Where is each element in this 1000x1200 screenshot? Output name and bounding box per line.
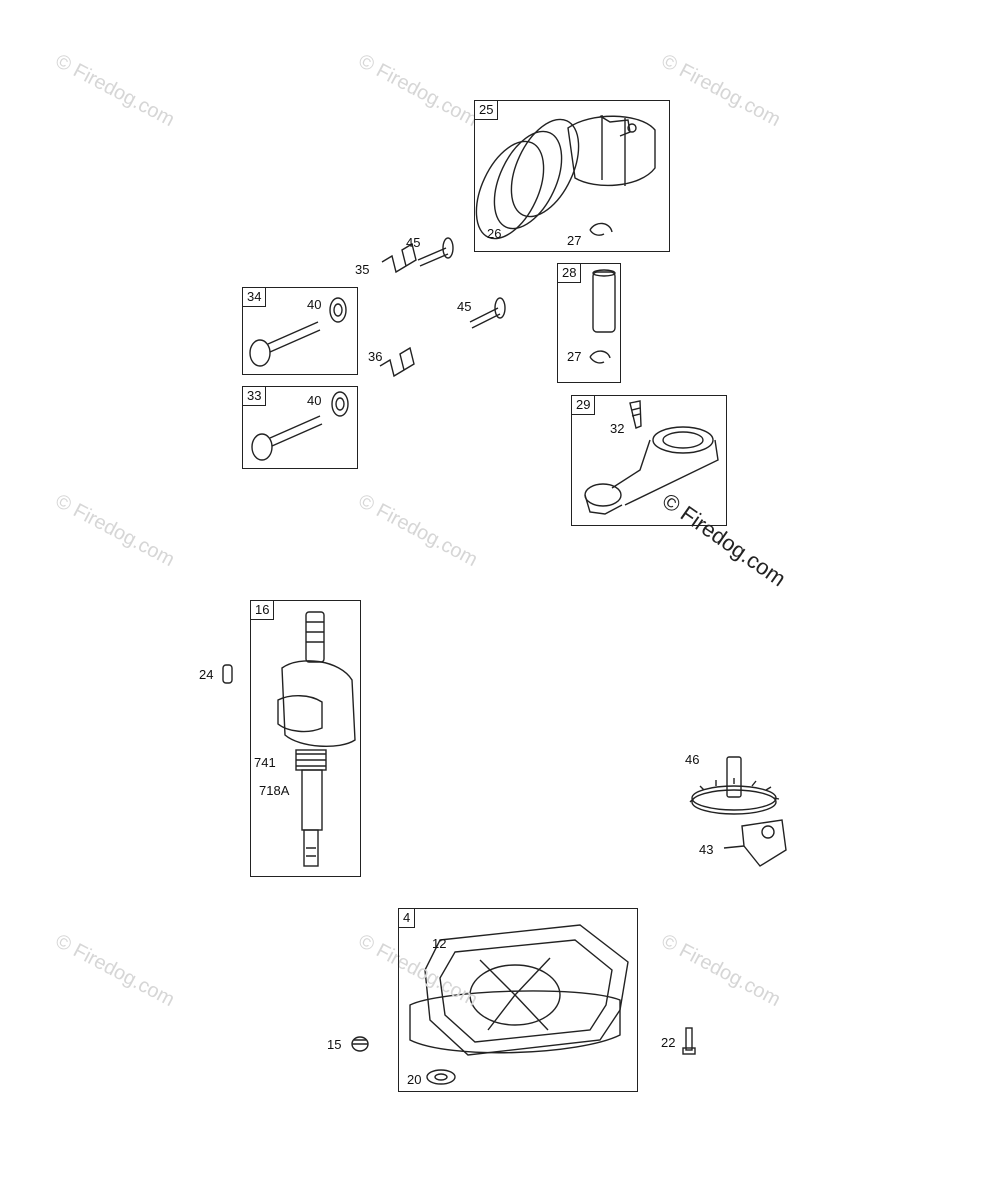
valve-parts-drawing — [249, 237, 506, 461]
label-retainer: 40 — [307, 297, 322, 312]
label-key: 24 — [199, 667, 214, 682]
box-piston: 25 — [474, 100, 670, 252]
box-label: 25 — [474, 100, 499, 120]
wrist-pin-drawing — [589, 269, 616, 364]
box-label: 29 — [571, 395, 596, 415]
connecting-rod-drawing — [584, 400, 719, 515]
box-wrist-pin: 28 — [557, 263, 621, 383]
box-label: 16 — [250, 600, 275, 620]
label-retainer: 40 — [307, 393, 322, 408]
label-spring: 35 — [355, 262, 370, 277]
label-governor: 43 — [699, 842, 714, 857]
piston-drawing — [475, 115, 656, 240]
box-connecting-rod: 29 — [571, 395, 727, 526]
box-label: 28 — [557, 263, 582, 283]
label-seal: 20 — [407, 1072, 422, 1087]
label-gear: 741 — [254, 755, 276, 770]
box-label: 34 — [242, 287, 267, 307]
box-crankshaft: 16 — [250, 600, 361, 877]
box-sump: 4 — [398, 908, 638, 1092]
label-rod-bolt: 32 — [610, 421, 625, 436]
label-spring: 36 — [368, 349, 383, 364]
label-cam-gear: 46 — [685, 752, 700, 767]
sump-drawing — [351, 924, 696, 1085]
crankshaft-drawing — [222, 611, 356, 867]
label-rings: 26 — [487, 226, 502, 241]
box-label: 33 — [242, 386, 267, 406]
box-label: 4 — [398, 908, 416, 928]
cam-gear-drawing — [689, 756, 787, 867]
label-plug: 15 — [327, 1037, 342, 1052]
label-valve: 45 — [406, 235, 421, 250]
label-clip: 27 — [567, 349, 582, 364]
box-valve-33: 33 — [242, 386, 358, 469]
label-bolt: 22 — [661, 1035, 676, 1050]
label-gear: 718A — [259, 783, 290, 798]
label-valve: 45 — [457, 299, 472, 314]
box-valve-34: 34 — [242, 287, 358, 375]
label-gasket: 12 — [432, 936, 447, 951]
label-clip: 27 — [567, 233, 582, 248]
